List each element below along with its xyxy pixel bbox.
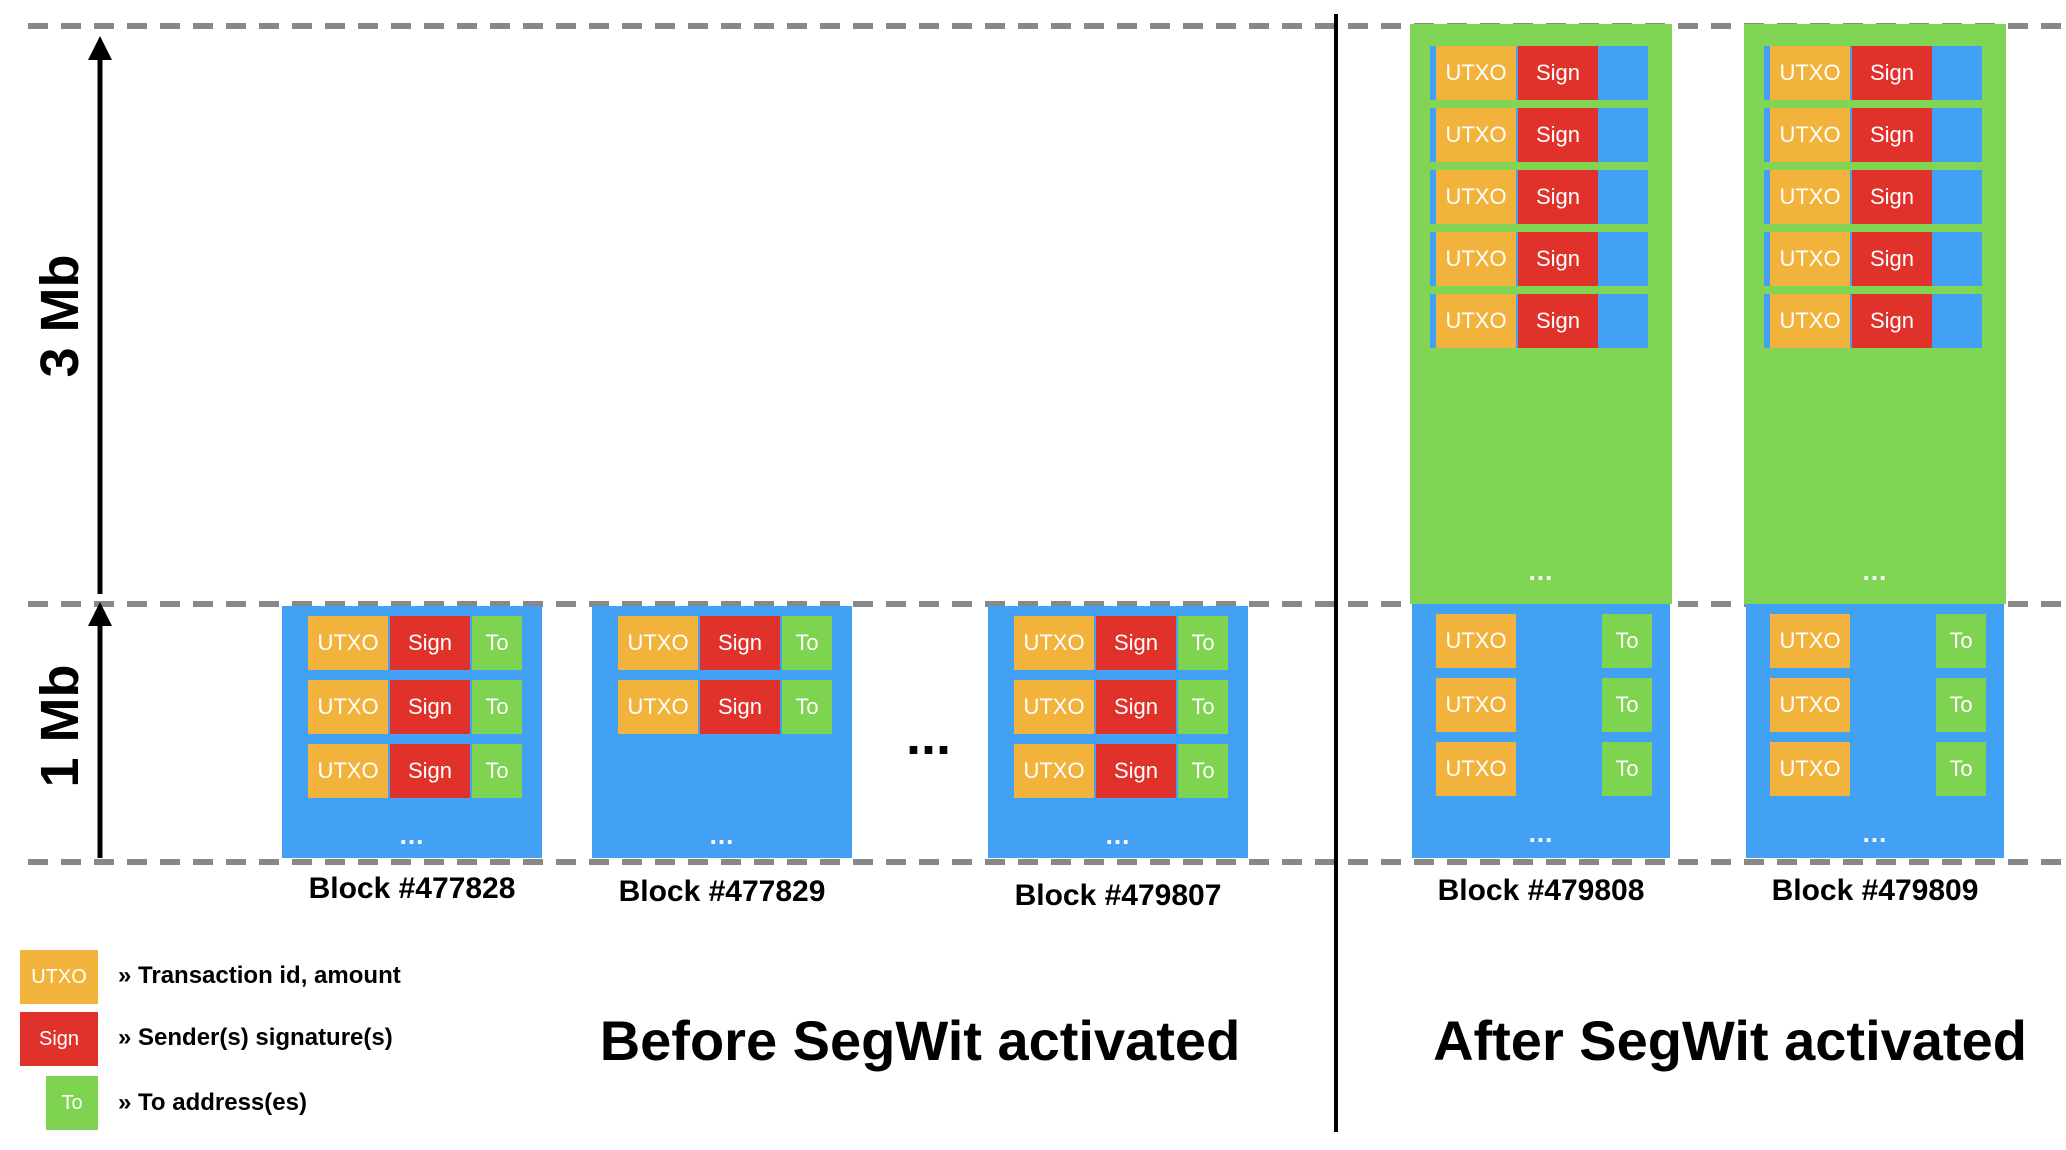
witness-ellipsis: ...	[1862, 556, 1888, 586]
utxo-cell: UTXO	[1436, 170, 1516, 224]
sign-cell: Sign	[1852, 232, 1932, 286]
utxo-cell: UTXO	[1770, 46, 1850, 100]
utxo-cell: UTXO	[1436, 46, 1516, 100]
utxo-cell: UTXO	[1436, 614, 1516, 668]
witness-spacer	[1600, 108, 1648, 162]
block-ellipsis: ...	[1105, 820, 1131, 850]
utxo-cell: UTXO	[308, 744, 388, 798]
to-cell: To	[1602, 742, 1652, 796]
utxo-cell: UTXO	[618, 680, 698, 734]
block-label: Block #477828	[308, 872, 516, 905]
to-cell: To	[1178, 680, 1228, 734]
sign-cell: Sign	[700, 680, 780, 734]
witness-spacer	[1600, 294, 1648, 348]
before-title: Before SegWit activated	[599, 1009, 1241, 1072]
legend-swatch: To	[46, 1076, 98, 1130]
to-cell: To	[1178, 744, 1228, 798]
sign-cell: Sign	[1096, 680, 1176, 734]
sign-cell: Sign	[1852, 108, 1932, 162]
sign-cell: Sign	[1852, 170, 1932, 224]
utxo-cell: UTXO	[1436, 678, 1516, 732]
to-cell: To	[472, 616, 522, 670]
upper-axis-arrow	[88, 36, 112, 594]
to-cell: To	[1602, 614, 1652, 668]
utxo-cell: UTXO	[308, 616, 388, 670]
witness-ellipsis: ...	[1528, 556, 1554, 586]
utxo-cell: UTXO	[1014, 680, 1094, 734]
lower-axis-arrow	[88, 602, 112, 858]
sign-cell: Sign	[390, 680, 470, 734]
to-cell: To	[782, 616, 832, 670]
utxo-cell: UTXO	[1770, 678, 1850, 732]
utxo-cell: UTXO	[1770, 232, 1850, 286]
witness-spacer	[1934, 108, 1982, 162]
witness-spacer	[1600, 232, 1648, 286]
utxo-cell: UTXO	[1770, 614, 1850, 668]
legend-swatch: UTXO	[20, 950, 98, 1004]
utxo-cell: UTXO	[618, 616, 698, 670]
to-cell: To	[1602, 678, 1652, 732]
block-label: Block #479807	[1014, 879, 1222, 912]
block-label: Block #479808	[1437, 874, 1645, 907]
witness-spacer	[1600, 46, 1648, 100]
block-label: Block #477829	[618, 875, 826, 908]
to-cell: To	[1936, 742, 1986, 796]
legend-text: » To address(es)	[118, 1089, 307, 1116]
sign-cell: Sign	[390, 616, 470, 670]
legend-swatch: Sign	[20, 1012, 98, 1066]
to-cell: To	[782, 680, 832, 734]
utxo-cell: UTXO	[1014, 616, 1094, 670]
sign-cell: Sign	[1096, 744, 1176, 798]
block-ellipsis: ...	[399, 820, 425, 850]
utxo-cell: UTXO	[1436, 294, 1516, 348]
witness-spacer	[1934, 46, 1982, 100]
to-cell: To	[472, 744, 522, 798]
upper-axis-label: 3 Mb	[30, 254, 90, 378]
utxo-cell: UTXO	[1436, 742, 1516, 796]
block-ellipsis: ...	[1528, 818, 1554, 848]
sign-cell: Sign	[700, 616, 780, 670]
sign-cell: Sign	[1518, 170, 1598, 224]
sign-cell: Sign	[390, 744, 470, 798]
utxo-cell: UTXO	[1436, 108, 1516, 162]
lower-axis-label: 1 Mb	[30, 664, 90, 788]
sign-cell: Sign	[1518, 232, 1598, 286]
sign-cell: Sign	[1852, 46, 1932, 100]
sign-cell: Sign	[1096, 616, 1176, 670]
sign-cell: Sign	[1518, 46, 1598, 100]
legend-text: » Sender(s) signature(s)	[118, 1024, 393, 1051]
to-cell: To	[1178, 616, 1228, 670]
after-title: After SegWit activated	[1433, 1009, 2027, 1072]
sign-cell: Sign	[1852, 294, 1932, 348]
sign-cell: Sign	[1518, 108, 1598, 162]
block-ellipsis: ...	[709, 820, 735, 850]
block-label: Block #479809	[1771, 874, 1979, 907]
witness-spacer	[1934, 294, 1982, 348]
to-cell: To	[1936, 678, 1986, 732]
witness-spacer	[1934, 232, 1982, 286]
to-cell: To	[472, 680, 522, 734]
utxo-cell: UTXO	[1770, 108, 1850, 162]
legend-text: » Transaction id, amount	[118, 962, 401, 989]
witness-spacer	[1934, 170, 1982, 224]
utxo-cell: UTXO	[1770, 742, 1850, 796]
utxo-cell: UTXO	[1436, 232, 1516, 286]
between-blocks-ellipsis: ...	[906, 706, 952, 766]
witness-spacer	[1600, 170, 1648, 224]
utxo-cell: UTXO	[1770, 170, 1850, 224]
to-cell: To	[1936, 614, 1986, 668]
block-ellipsis: ...	[1862, 818, 1888, 848]
utxo-cell: UTXO	[1014, 744, 1094, 798]
utxo-cell: UTXO	[308, 680, 388, 734]
utxo-cell: UTXO	[1770, 294, 1850, 348]
sign-cell: Sign	[1518, 294, 1598, 348]
